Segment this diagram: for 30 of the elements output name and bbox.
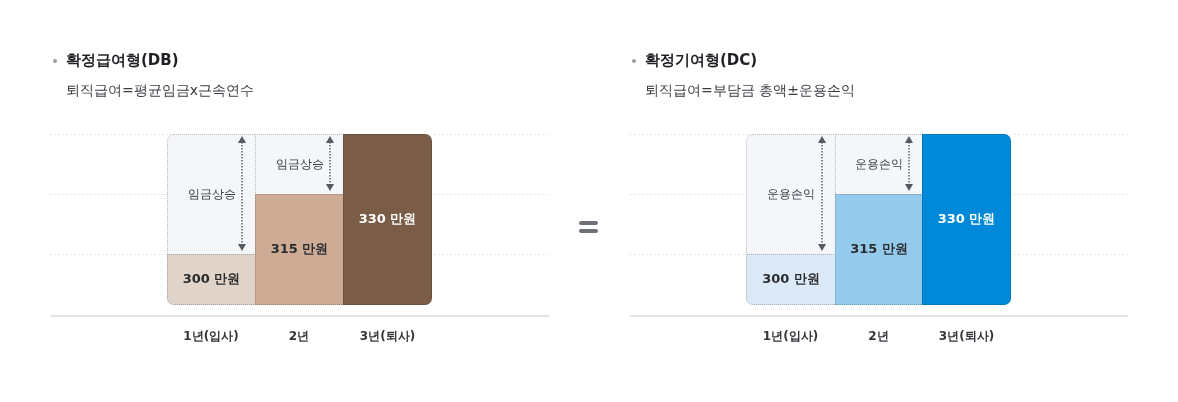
formula-text: 퇴직급여=평균임금x근속연수	[66, 81, 254, 99]
axis-label: 3년(퇴사)	[938, 330, 995, 344]
bar-segment	[835, 194, 923, 305]
axis-label: 3년(퇴사)	[359, 330, 416, 344]
bar-segment	[167, 254, 256, 305]
axis-label: 1년(입사)	[762, 330, 819, 344]
growth-area	[167, 134, 256, 255]
value-label: 330 만원	[937, 212, 996, 227]
section-title: 확정급여형(DB)	[66, 52, 179, 70]
segment-label: 임금상승	[187, 187, 236, 202]
value-label: 300 만원	[762, 272, 820, 287]
segment-label: 임금상승	[275, 157, 324, 172]
segment-label: 운용손익	[855, 157, 903, 172]
segment-label: 운용손익	[767, 187, 815, 202]
axis-label: 2년	[288, 330, 310, 344]
value-label: 330 만원	[358, 212, 417, 227]
bar-segment	[255, 194, 344, 305]
growth-area	[746, 134, 836, 255]
bar-segment	[746, 254, 836, 305]
formula-text: 퇴직급여=부담금 총액±운용손익	[645, 81, 855, 99]
axis-label: 2년	[868, 330, 889, 344]
bar-segment	[343, 134, 432, 305]
growth-area	[255, 134, 344, 195]
axis-label: 1년(입사)	[183, 330, 239, 344]
bar-segment	[922, 134, 1011, 305]
value-label: 315 만원	[270, 242, 329, 257]
value-label: 315 만원	[850, 242, 908, 257]
section-title: 확정기여형(DC)	[645, 52, 758, 70]
value-label: 300 만원	[182, 272, 241, 287]
growth-area	[835, 134, 923, 195]
